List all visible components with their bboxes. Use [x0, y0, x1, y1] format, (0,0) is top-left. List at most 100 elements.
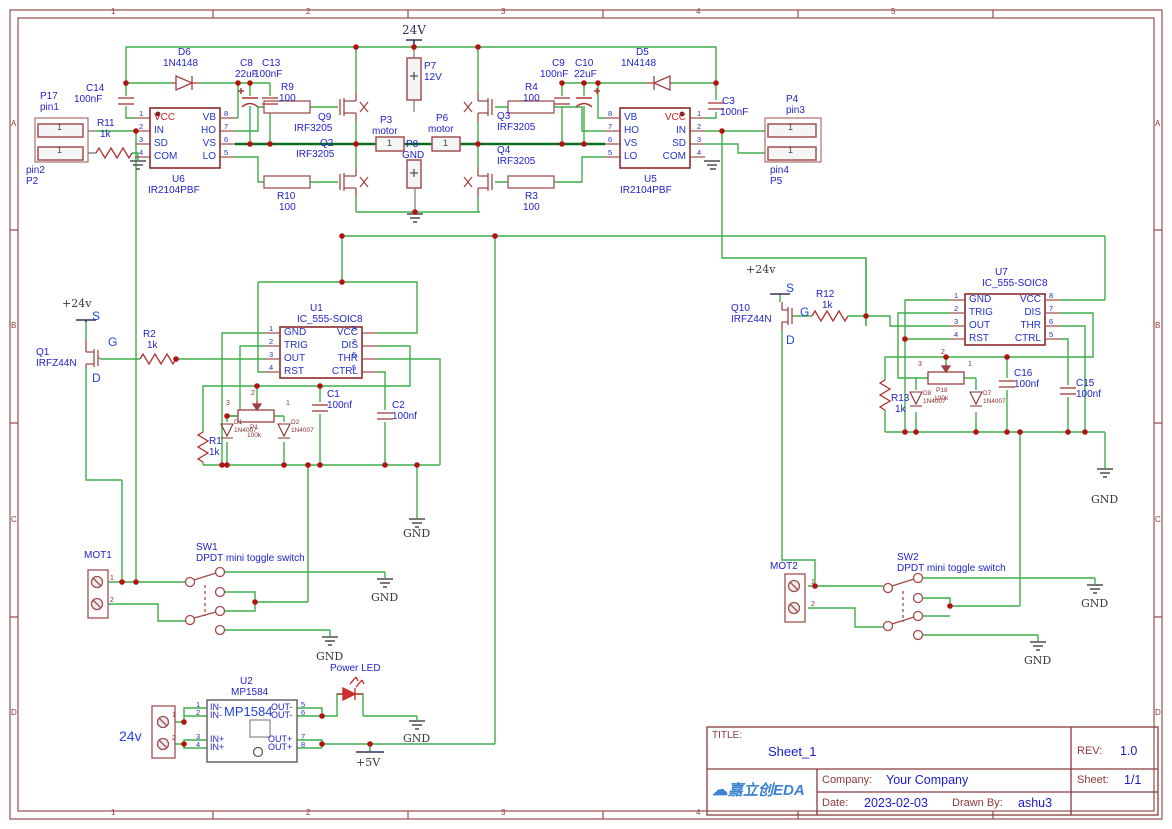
wire-layer[interactable] — [85, 46, 1106, 752]
u7-pin5: 5 — [1049, 330, 1054, 339]
u1-pin8: 8 — [352, 324, 357, 333]
q10-s: S — [786, 281, 795, 295]
term-cell1: 1 — [172, 712, 176, 719]
diode-d6 — [172, 75, 200, 91]
val-c8: 22uF — [235, 69, 258, 80]
ref-c14: C14 — [86, 83, 105, 94]
resistor-r11 — [95, 146, 133, 160]
diode-d7 — [969, 391, 983, 407]
u7-out: OUT — [969, 320, 991, 331]
date-value: 2023-02-03 — [864, 796, 928, 810]
val-u7: IC_555-SOIC8 — [982, 278, 1048, 289]
val-pin2: pin2 — [26, 165, 45, 176]
u7-vcc: VCC — [1019, 294, 1041, 305]
ref-q3: Q3 — [497, 111, 511, 122]
ref-c3: C3 — [722, 96, 735, 107]
date-label: Date: — [822, 797, 849, 809]
u7-pin8: 8 — [1049, 291, 1054, 300]
junction-dots — [119, 44, 1088, 747]
u6-pin6: 6 — [224, 135, 229, 144]
val-r4: 100 — [523, 93, 540, 104]
u2-in4: IN+ — [210, 742, 225, 752]
val-sw1: DPDT mini toggle switch — [196, 553, 305, 564]
col-1-top: 1 — [111, 7, 116, 16]
mot1-2: 2 — [110, 597, 114, 604]
val-q2: IRF3205 — [296, 149, 335, 160]
ref-p17: P17 — [40, 91, 58, 102]
u1-vcc: VCC — [336, 327, 358, 338]
ref-mot2: MOT2 — [770, 561, 798, 572]
u7-gnd: GND — [969, 294, 992, 305]
q10-g: G — [800, 305, 810, 319]
led-power — [337, 676, 365, 702]
u2-pin6: 6 — [301, 708, 306, 717]
drawnby-value: ashu3 — [1018, 796, 1053, 810]
cap-c3 — [708, 102, 724, 110]
val-r11: 1k — [100, 129, 111, 140]
p6-cell: 1 — [443, 138, 449, 148]
cap-c16 — [999, 380, 1015, 388]
val-q4: IRF3205 — [497, 156, 536, 167]
ref-u5: U5 — [644, 174, 657, 185]
u5-pin2: 2 — [697, 122, 702, 131]
p1-pin1: 1 — [286, 400, 290, 407]
ref-u6: U6 — [172, 174, 185, 185]
col-4-top: 4 — [696, 7, 701, 16]
q1-s: S — [92, 309, 101, 323]
ref-r12: R12 — [816, 289, 835, 300]
ref-d8: D8 — [923, 390, 932, 397]
logo-text: 嘉立创EDA — [728, 782, 805, 799]
val-r3: 100 — [523, 202, 540, 213]
ref-c15: C15 — [1076, 378, 1095, 389]
gnd-sw2-r: GND — [1081, 597, 1109, 610]
cap-c8 — [238, 88, 259, 108]
component-symbols[interactable] — [34, 57, 1076, 763]
ref-c10: C10 — [575, 58, 594, 69]
row-a-right: A — [1155, 119, 1161, 128]
connector-p8 — [406, 159, 422, 189]
ref-d5: D5 — [636, 47, 649, 58]
cap-c15 — [1060, 387, 1076, 395]
ref-q1: Q1 — [36, 347, 50, 358]
u6-pin7: 7 — [224, 122, 229, 131]
ref-d2: D2 — [291, 419, 300, 426]
val-d8: 1N4007 — [923, 398, 946, 405]
term-cell2: 2 — [172, 735, 176, 742]
diode-d8 — [909, 391, 923, 407]
u2-in3: IN+ — [210, 734, 225, 744]
title-label: TITLE: — [712, 730, 743, 741]
u2-pin5: 5 — [301, 700, 306, 709]
u7-rst: RST — [969, 333, 989, 344]
u5-ho: HO — [624, 125, 639, 136]
p4-cell1: 1 — [788, 122, 794, 132]
u1-pin4: 4 — [269, 363, 274, 372]
row-d-left: D — [11, 708, 17, 717]
ref-c8: C8 — [240, 58, 253, 69]
switch-sw1 — [184, 566, 226, 636]
u5-pin3: 3 — [697, 135, 702, 144]
ref-u7: U7 — [995, 267, 1008, 278]
val-c16: 100nf — [1014, 379, 1040, 390]
u5-vs: VS — [624, 138, 638, 149]
mosfet-q2 — [339, 167, 369, 197]
u1-gnd: GND — [284, 327, 307, 338]
u6-vcc: VCC — [154, 112, 176, 123]
u2-pin4: 4 — [196, 740, 201, 749]
p18-pin3: 3 — [918, 361, 922, 368]
sheet-label: Sheet: — [1077, 774, 1109, 786]
u5-pin1: 1 — [697, 109, 702, 118]
mosfet-q1 — [85, 340, 100, 368]
gray-wires — [83, 47, 416, 212]
q10-d: D — [786, 333, 795, 347]
resistor-r4 — [507, 100, 555, 114]
col-3-top: 3 — [501, 7, 506, 16]
u2-pin3: 3 — [196, 732, 201, 741]
switch-sw2 — [882, 572, 924, 641]
u6-pin3: 3 — [139, 135, 144, 144]
mosfet-q9 — [339, 92, 369, 122]
cap-c13 — [262, 97, 278, 105]
net-24v-left: +24v — [62, 297, 92, 310]
u5-com: COM — [662, 151, 686, 162]
p18-pin2: 2 — [941, 349, 945, 356]
